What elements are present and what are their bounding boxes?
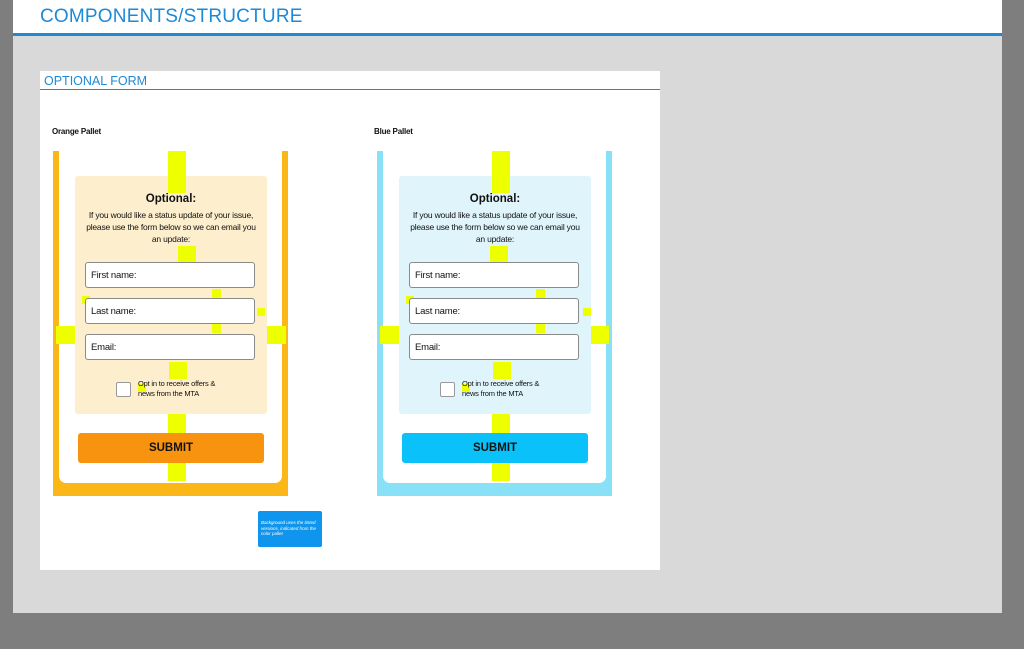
blue-spacing-marker-field-gap xyxy=(536,289,545,298)
orange-spacing-marker-field-right xyxy=(257,308,265,316)
blue-spacing-marker-top xyxy=(492,176,510,193)
board-title-rule xyxy=(40,89,660,90)
orange-form-panel: Optional: If you would like a status upd… xyxy=(75,176,267,414)
orange-last-name-field[interactable]: Last name: xyxy=(85,298,255,324)
page-title: COMPONENTS/STRUCTURE xyxy=(40,6,303,27)
blue-form-panel: Optional: If you would like a status upd… xyxy=(399,176,591,414)
blue-spacing-marker-left xyxy=(380,326,400,344)
blue-spacing-marker-field-gap xyxy=(536,324,545,333)
orange-form-title: Optional: xyxy=(145,193,197,205)
blue-email-field[interactable]: Email: xyxy=(409,334,579,360)
blue-first-name-field[interactable]: First name: xyxy=(409,262,579,288)
blue-opt-in-checkbox[interactable] xyxy=(440,382,455,397)
orange-spacing-marker-top xyxy=(168,176,186,193)
blue-spacing-marker-under-desc xyxy=(490,246,508,263)
annotation-note: Background uses the tinted versions, ind… xyxy=(258,511,322,547)
page-header: COMPONENTS/STRUCTURE xyxy=(13,0,1002,36)
orange-pallet-label: Orange Pallet xyxy=(52,127,101,136)
blue-form-title: Optional: xyxy=(469,193,521,205)
orange-spacing-marker-optin xyxy=(138,384,146,392)
blue-form-description: If you would like a status update of you… xyxy=(410,210,580,244)
orange-opt-in-label: Opt in to receive offers & news from the… xyxy=(138,379,216,398)
orange-spacing-marker-under-desc xyxy=(178,246,196,263)
artboard: OPTIONAL FORM Orange Pallet Optional: If… xyxy=(40,71,660,570)
blue-spacing-marker-above-optin xyxy=(493,362,511,379)
orange-opt-in-checkbox[interactable] xyxy=(116,382,131,397)
orange-first-name-field[interactable]: First name: xyxy=(85,262,255,288)
blue-opt-in-label: Opt in to receive offers & news from the… xyxy=(462,379,540,398)
blue-spacing-marker-right xyxy=(589,326,609,344)
orange-form-description: If you would like a status update of you… xyxy=(86,210,256,244)
orange-spacing-marker-left xyxy=(56,326,76,344)
orange-submit-button[interactable]: SUBMIT xyxy=(78,433,264,463)
orange-spacing-marker-right xyxy=(266,326,286,344)
blue-last-name-field[interactable]: Last name: xyxy=(409,298,579,324)
orange-spacing-marker-field-gap xyxy=(212,289,221,298)
blue-submit-button[interactable]: SUBMIT xyxy=(402,433,588,463)
board-title: OPTIONAL FORM xyxy=(44,74,148,88)
blue-spacing-marker-optin xyxy=(462,384,470,392)
blue-spacing-marker-field-right xyxy=(583,308,591,316)
orange-spacing-marker-above-optin xyxy=(169,362,187,379)
orange-spacing-marker-field-gap xyxy=(212,324,221,333)
orange-email-field[interactable]: Email: xyxy=(85,334,255,360)
blue-pallet-label: Blue Pallet xyxy=(374,127,413,136)
